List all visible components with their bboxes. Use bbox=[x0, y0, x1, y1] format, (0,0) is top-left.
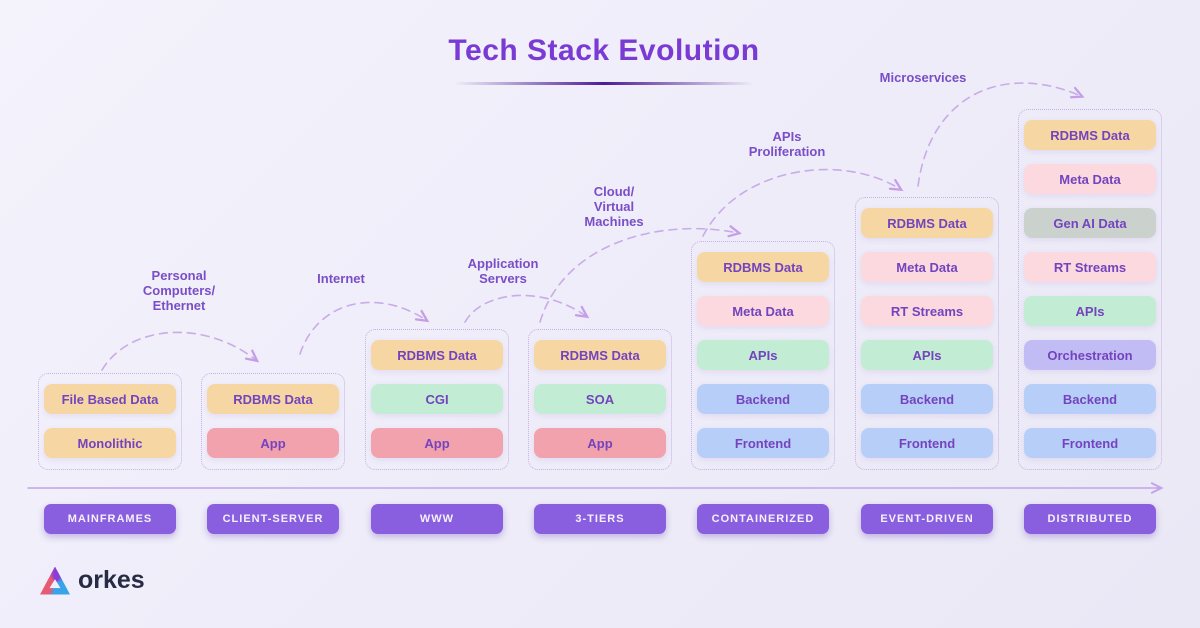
era-label-event-driven: EVENT-DRIVEN bbox=[861, 504, 993, 534]
transition-label-internet: Internet bbox=[317, 271, 365, 286]
stack-box-frontend: Frontend bbox=[1024, 428, 1156, 458]
stack-box-rt-streams: RT Streams bbox=[1024, 252, 1156, 282]
stack-box-soa: SOA bbox=[534, 384, 666, 414]
era-label-3-tiers: 3-TIERS bbox=[534, 504, 666, 534]
transition-arrow-1 bbox=[101, 331, 260, 371]
stack-box-backend: Backend bbox=[861, 384, 993, 414]
orkes-logo: orkes bbox=[40, 566, 145, 595]
transition-label-microservices: Microservices bbox=[879, 70, 967, 85]
stack-box-rt-streams: RT Streams bbox=[861, 296, 993, 326]
stack-box-meta-data: Meta Data bbox=[697, 296, 829, 326]
stack-box-app: App bbox=[534, 428, 666, 458]
stack-box-apis: APIs bbox=[1024, 296, 1156, 326]
orkes-logo-icon-center bbox=[49, 579, 61, 589]
stack-box-gen-ai-data: Gen AI Data bbox=[1024, 208, 1156, 238]
page-title: Tech Stack Evolution bbox=[448, 34, 760, 67]
era-label-containerized: CONTAINERIZED bbox=[697, 504, 829, 534]
stack-box-file-based-data: File Based Data bbox=[44, 384, 176, 414]
stack-box-backend: Backend bbox=[1024, 384, 1156, 414]
stack-box-apis: APIs bbox=[697, 340, 829, 370]
title-underline bbox=[454, 82, 754, 85]
stack-box-monolithic: Monolithic bbox=[44, 428, 176, 458]
stack-box-rdbms-data: RDBMS Data bbox=[1024, 120, 1156, 150]
stack-box-app: App bbox=[207, 428, 339, 458]
stack-box-frontend: Frontend bbox=[697, 428, 829, 458]
transition-arrow-3 bbox=[464, 294, 590, 323]
stack-box-apis: APIs bbox=[861, 340, 993, 370]
orkes-logo-icon bbox=[40, 566, 70, 595]
era-label-distributed: DISTRIBUTED bbox=[1024, 504, 1156, 534]
stack-box-app: App bbox=[371, 428, 503, 458]
era-label-www: WWW bbox=[371, 504, 503, 534]
stack-box-rdbms-data: RDBMS Data bbox=[697, 252, 829, 282]
stack-box-rdbms-data: RDBMS Data bbox=[861, 208, 993, 238]
stack-box-frontend: Frontend bbox=[861, 428, 993, 458]
era-label-mainframes: MAINFRAMES bbox=[44, 504, 176, 534]
era-label-client-server: CLIENT-SERVER bbox=[207, 504, 339, 534]
stack-box-cgi: CGI bbox=[371, 384, 503, 414]
stack-box-meta-data: Meta Data bbox=[861, 252, 993, 282]
stack-box-rdbms-data: RDBMS Data bbox=[534, 340, 666, 370]
stack-box-orchestration: Orchestration bbox=[1024, 340, 1156, 370]
stack-box-rdbms-data: RDBMS Data bbox=[371, 340, 503, 370]
stack-box-backend: Backend bbox=[697, 384, 829, 414]
stack-box-rdbms-data: RDBMS Data bbox=[207, 384, 339, 414]
stack-box-meta-data: Meta Data bbox=[1024, 164, 1156, 194]
orkes-logo-text: orkes bbox=[78, 566, 145, 594]
